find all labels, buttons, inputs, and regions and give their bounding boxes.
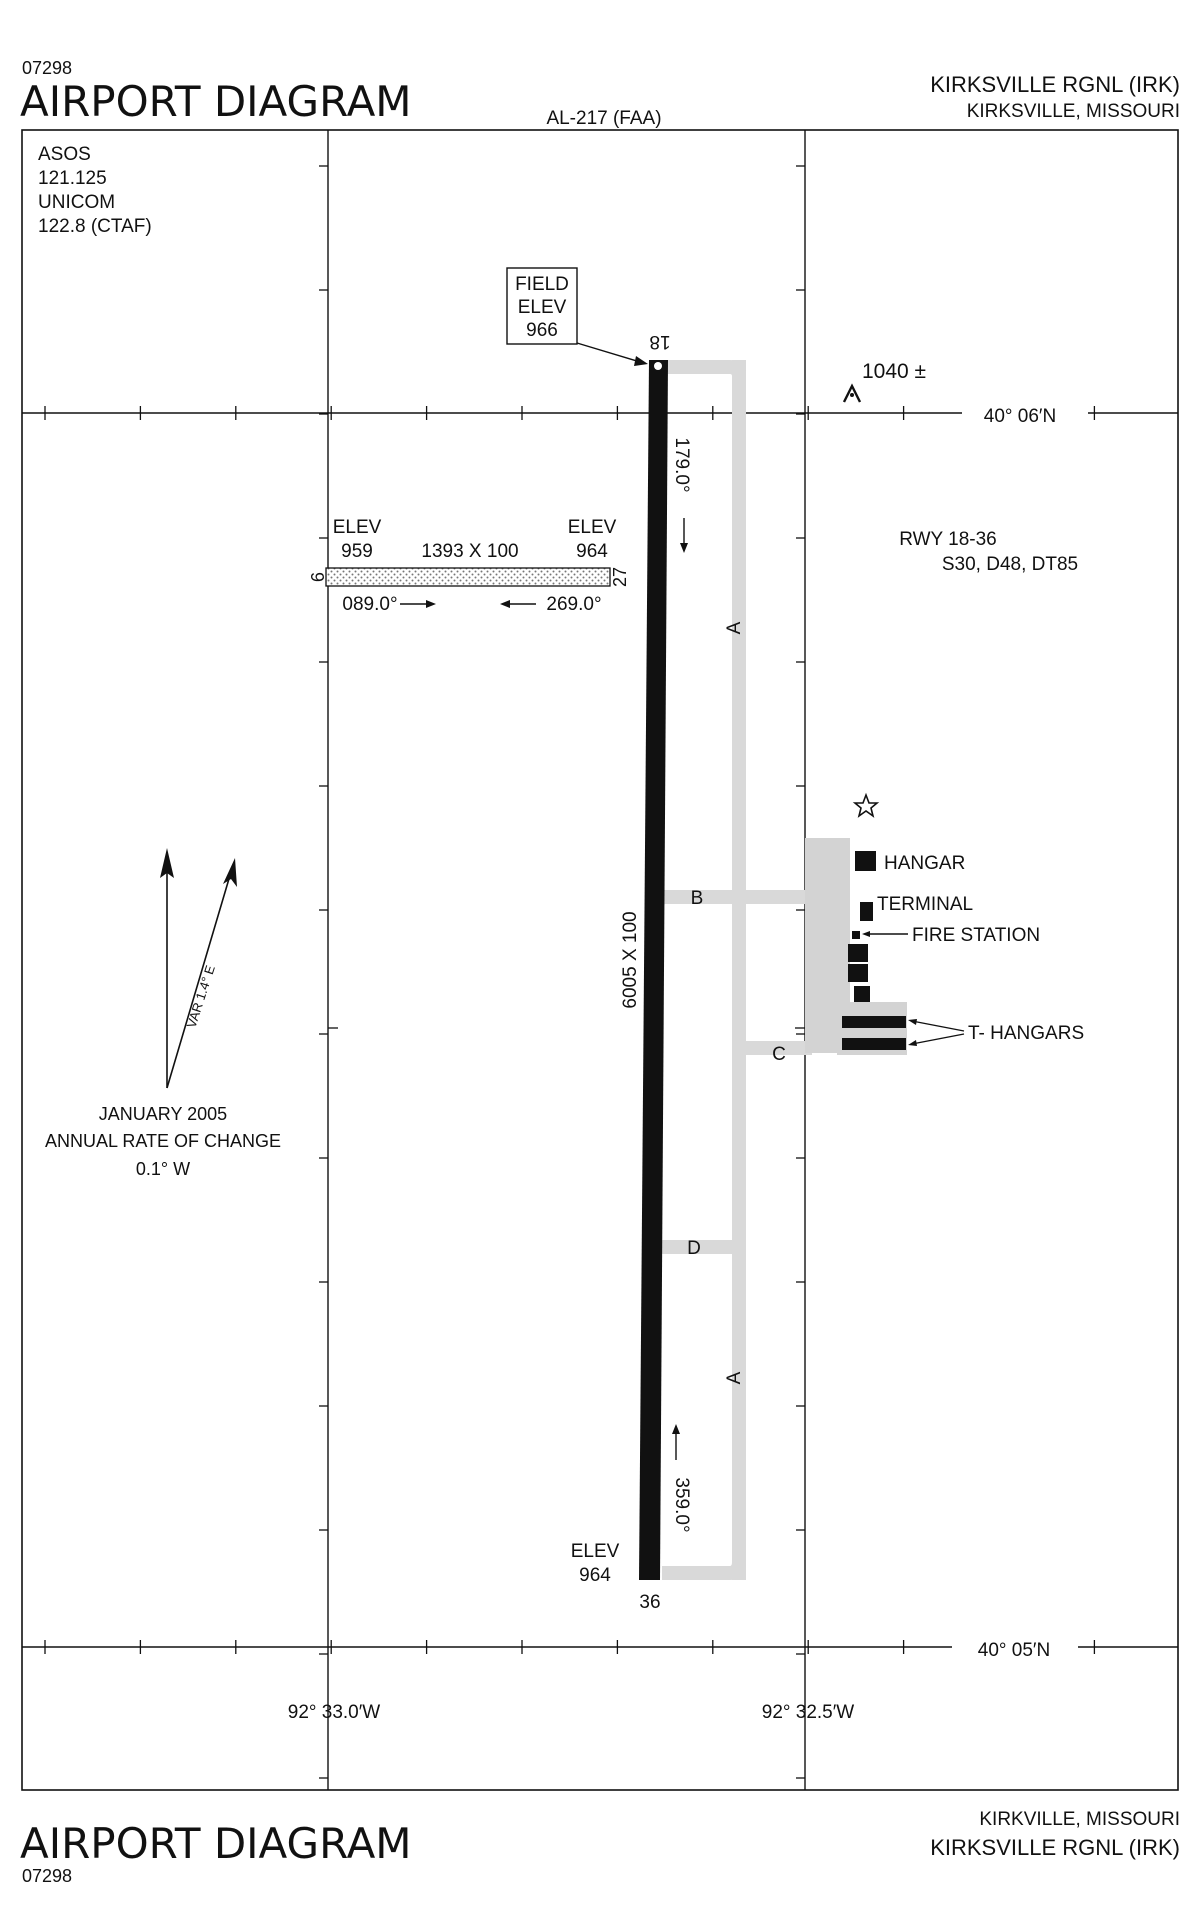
- taxiway-c-label: C: [772, 1044, 786, 1065]
- runway-36-elev-label: ELEV: [571, 1541, 620, 1562]
- rotating-beacon-icon: [852, 792, 880, 818]
- taxiway-a: [732, 360, 746, 1580]
- field-elev-leader: [576, 342, 641, 363]
- runway-9-27: 9 27 ELEV 959 1393 X 100 ELEV 964 089.0°…: [307, 517, 630, 615]
- runway-18-threshold-marker: [654, 362, 662, 370]
- t-hangar-leader-north: [911, 1020, 965, 1032]
- obstacle-symbol-icon: [842, 383, 862, 403]
- fire-station-label: FIRE STATION: [912, 925, 1040, 946]
- field-elev-line1: FIELD: [515, 274, 569, 295]
- diagram-title-bottom: AIRPORT DIAGRAM: [20, 1819, 412, 1868]
- airport-city-top: KIRKSVILLE, MISSOURI: [967, 101, 1180, 122]
- building-3: [854, 986, 870, 1002]
- runway-18-36-dimensions: 6005 X 100: [620, 911, 641, 1008]
- variation-label: VAR 1.4° E: [184, 963, 218, 1030]
- field-elevation-box: FIELD ELEV 966: [506, 267, 648, 366]
- true-north-arrowhead: [160, 848, 174, 878]
- chart-code-bottom: 07298: [22, 1866, 72, 1886]
- airport-buildings: [842, 851, 906, 1050]
- runway-info-strength: S30, D48, DT85: [942, 554, 1078, 575]
- obstacle-marker: 1040 ±: [842, 360, 926, 403]
- runway-18-36-surface: [639, 360, 668, 1580]
- runway-27-elev-value: 964: [576, 541, 608, 562]
- t-hangar-leader-south: [911, 1033, 965, 1045]
- runway-27-elev-label: ELEV: [568, 517, 617, 538]
- unicom-frequency: 122.8 (CTAF): [38, 216, 152, 237]
- latitude-north-label: 40° 06′N: [984, 406, 1056, 427]
- taxiway-b: [662, 890, 812, 904]
- runway-18-heading-arrowhead: [680, 543, 688, 553]
- airport-name-bottom: KIRKSVILLE RGNL (IRK): [930, 1835, 1180, 1860]
- asos-frequency: 121.125: [38, 168, 107, 189]
- t-hangar-south: [842, 1038, 906, 1050]
- longitude-east-label: 92° 32.5′W: [762, 1702, 855, 1723]
- taxiway-a-north-connector: [662, 360, 746, 376]
- airport-name-top: KIRKSVILLE RGNL (IRK): [930, 72, 1180, 97]
- hangar-label: HANGAR: [884, 853, 965, 874]
- building-2: [848, 964, 868, 982]
- runway-9-heading-arrowhead: [426, 600, 436, 608]
- latitude-south-label: 40° 05′N: [978, 1640, 1050, 1661]
- t-hangar-north: [842, 1016, 906, 1028]
- terminal-building: [860, 902, 873, 921]
- chart-code-top: 07298: [22, 58, 72, 78]
- taxiway-b-label: B: [691, 888, 704, 909]
- runway-9-elev-label: ELEV: [333, 517, 382, 538]
- magnetic-north-line: [166, 871, 232, 1089]
- hangar-building: [855, 851, 876, 871]
- runway-9-elev-value: 959: [341, 541, 373, 562]
- field-elev-value: 966: [526, 320, 558, 341]
- runway-36-heading-arrowhead: [672, 1424, 680, 1434]
- diagram-frame: [21, 129, 1179, 1791]
- variation-date: JANUARY 2005: [99, 1104, 227, 1124]
- taxiway-a-label-south: A: [724, 1371, 745, 1384]
- runway-end-36: 36: [639, 1592, 660, 1613]
- runway-end-27: 27: [610, 567, 630, 587]
- magnetic-north-arrowhead: [223, 858, 237, 887]
- taxiway-a-south-connector: [662, 1562, 746, 1580]
- variation-rate: 0.1° W: [136, 1159, 190, 1179]
- runway-18-heading: 179.0°: [671, 437, 692, 492]
- runway-end-9: 9: [307, 572, 327, 582]
- runway-36-heading: 359.0°: [671, 1477, 692, 1532]
- obstacle-elevation: 1040 ±: [862, 360, 926, 383]
- variation-rate-label: ANNUAL RATE OF CHANGE: [45, 1131, 281, 1151]
- runway-9-heading: 089.0°: [342, 594, 397, 615]
- runway-info-title: RWY 18-36: [899, 529, 997, 550]
- magnetic-variation: VAR 1.4° E JANUARY 2005 ANNUAL RATE OF C…: [45, 848, 281, 1179]
- taxiway-d-label: D: [687, 1238, 701, 1259]
- fire-station-arrowhead: [862, 931, 870, 937]
- communications-block: ASOS 121.125 UNICOM 122.8 (CTAF): [38, 144, 152, 237]
- diagram-title-top: AIRPORT DIAGRAM: [20, 77, 412, 126]
- chart-identifier: AL-217 (FAA): [546, 108, 661, 129]
- terminal-label: TERMINAL: [877, 894, 973, 915]
- runway-9-27-surface: [325, 567, 611, 587]
- runway-27-heading-arrowhead: [500, 600, 510, 608]
- taxiway-a-label-north: A: [724, 621, 745, 634]
- airport-city-bottom: KIRKVILLE, MISSOURI: [979, 1809, 1180, 1830]
- asos-label: ASOS: [38, 144, 91, 165]
- runway-9-27-dimensions: 1393 X 100: [421, 541, 518, 562]
- field-elev-line2: ELEV: [518, 297, 567, 318]
- fire-station-building: [852, 931, 860, 939]
- runway-27-heading: 269.0°: [546, 594, 601, 615]
- taxiway-network: [662, 360, 907, 1580]
- building-1: [848, 944, 868, 962]
- grid-ticks: [44, 165, 1096, 1779]
- taxiway-c: [732, 1041, 812, 1055]
- runway-end-18: 18: [649, 331, 670, 352]
- field-elev-arrowhead: [634, 356, 648, 366]
- taxiway-d: [662, 1240, 746, 1254]
- longitude-west-label: 92° 33.0′W: [288, 1702, 381, 1723]
- runway-18-36: 18 36 6005 X 100 179.0° 359.0° ELEV 964 …: [571, 331, 1078, 1613]
- unicom-label: UNICOM: [38, 192, 115, 213]
- t-hangars-label: T- HANGARS: [968, 1023, 1084, 1044]
- runway-36-elev-value: 964: [579, 1565, 611, 1586]
